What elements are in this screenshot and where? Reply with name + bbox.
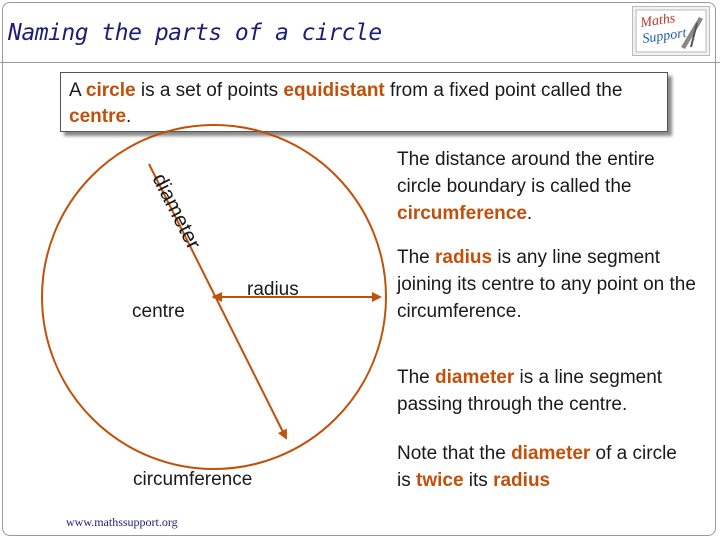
term-circumference: circumference (397, 203, 527, 224)
note-text: The (397, 367, 436, 388)
note-text: The distance around the entire circle bo… (397, 149, 655, 197)
note-text: . (526, 203, 533, 224)
note-text: of a circle is (397, 443, 677, 491)
term-diameter: diameter (511, 443, 591, 464)
note-diameter: The diameter is a line segment passing t… (397, 364, 707, 418)
term-equidistant: equidistant (283, 80, 385, 101)
definition-box: A circle is a set of points equidistant … (60, 72, 668, 132)
radius-label: radius (247, 279, 299, 300)
definition-text: A (69, 80, 86, 101)
note-text: Note that the (397, 443, 512, 464)
circle-outline (41, 124, 387, 470)
term-circle: circle (85, 80, 136, 101)
note-text: is any line segment joining its centre t… (397, 247, 696, 322)
term-centre: centre (69, 106, 127, 127)
pencil-icon (690, 22, 698, 48)
note-text: is a line segment passing through the ce… (397, 367, 663, 415)
page-title: Naming the parts of a circle (8, 20, 382, 46)
circumference-label: circumference (133, 469, 253, 490)
diameter-label: diameter (148, 170, 206, 253)
logo-text-line1: Maths (638, 11, 676, 31)
definition-text: is a set of points (135, 80, 284, 101)
centre-label: centre (132, 301, 185, 322)
note-text: its (463, 470, 494, 491)
term-diameter: diameter (435, 367, 515, 388)
definition-text: . (126, 106, 132, 127)
note-text: The (397, 247, 436, 268)
term-radius: radius (493, 470, 551, 491)
note-circumference: The distance around the entire circle bo… (397, 146, 657, 227)
logo-text-line2: Support (641, 26, 688, 47)
note-twice-radius: Note that the diameter of a circle is tw… (397, 440, 687, 494)
footer-url[interactable]: www.mathssupport.org (66, 515, 178, 529)
definition-text: from a fixed point called the (384, 80, 623, 101)
term-twice: twice (416, 470, 464, 491)
maths-support-logo: Maths Support (632, 6, 710, 56)
centre-point (212, 295, 216, 299)
title-divider (0, 62, 720, 63)
term-radius: radius (435, 247, 493, 268)
note-radius: The radius is any line segment joining i… (397, 244, 715, 325)
